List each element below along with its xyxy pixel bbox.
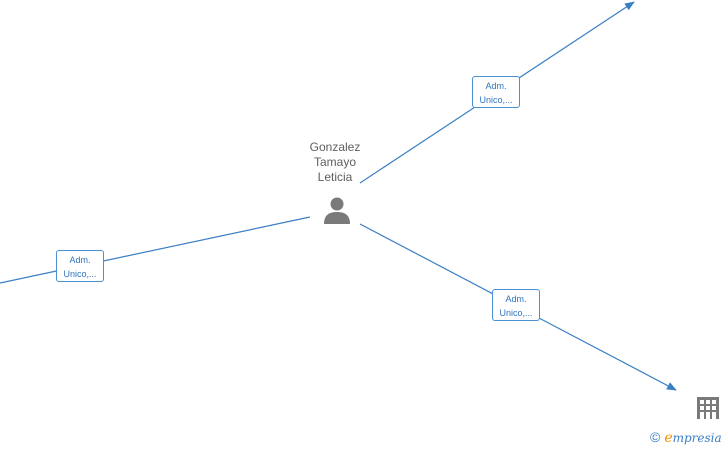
edge-line-left	[0, 216, 311, 284]
role-label-title: Adm.	[69, 255, 91, 265]
brand-initial: e	[664, 430, 673, 446]
role-label-detail: Unico,...	[63, 269, 97, 279]
role-label-left[interactable]: Adm. Unico,...	[56, 250, 104, 282]
role-label-lower-right[interactable]: Adm. Unico,...	[492, 289, 540, 321]
person-name-line-1: Gonzalez	[309, 140, 361, 154]
copyright-symbol: ©	[650, 429, 661, 445]
person-icon[interactable]	[322, 195, 352, 225]
person-name-line-2: Tamayo	[313, 155, 357, 169]
role-label-title: Adm.	[485, 81, 507, 91]
building-icon[interactable]	[697, 397, 719, 419]
role-label-detail: Unico,...	[479, 95, 513, 105]
role-label-detail: Unico,...	[499, 308, 533, 318]
person-name[interactable]: Gonzalez Tamayo Leticia	[295, 140, 375, 185]
brand-name-rest: mpresia	[672, 431, 722, 445]
person-name-line-3: Leticia	[317, 170, 353, 184]
brand-watermark: ©empresia	[650, 429, 722, 446]
role-label-title: Adm.	[505, 294, 527, 304]
role-label-upper-right[interactable]: Adm. Unico,...	[472, 76, 520, 108]
